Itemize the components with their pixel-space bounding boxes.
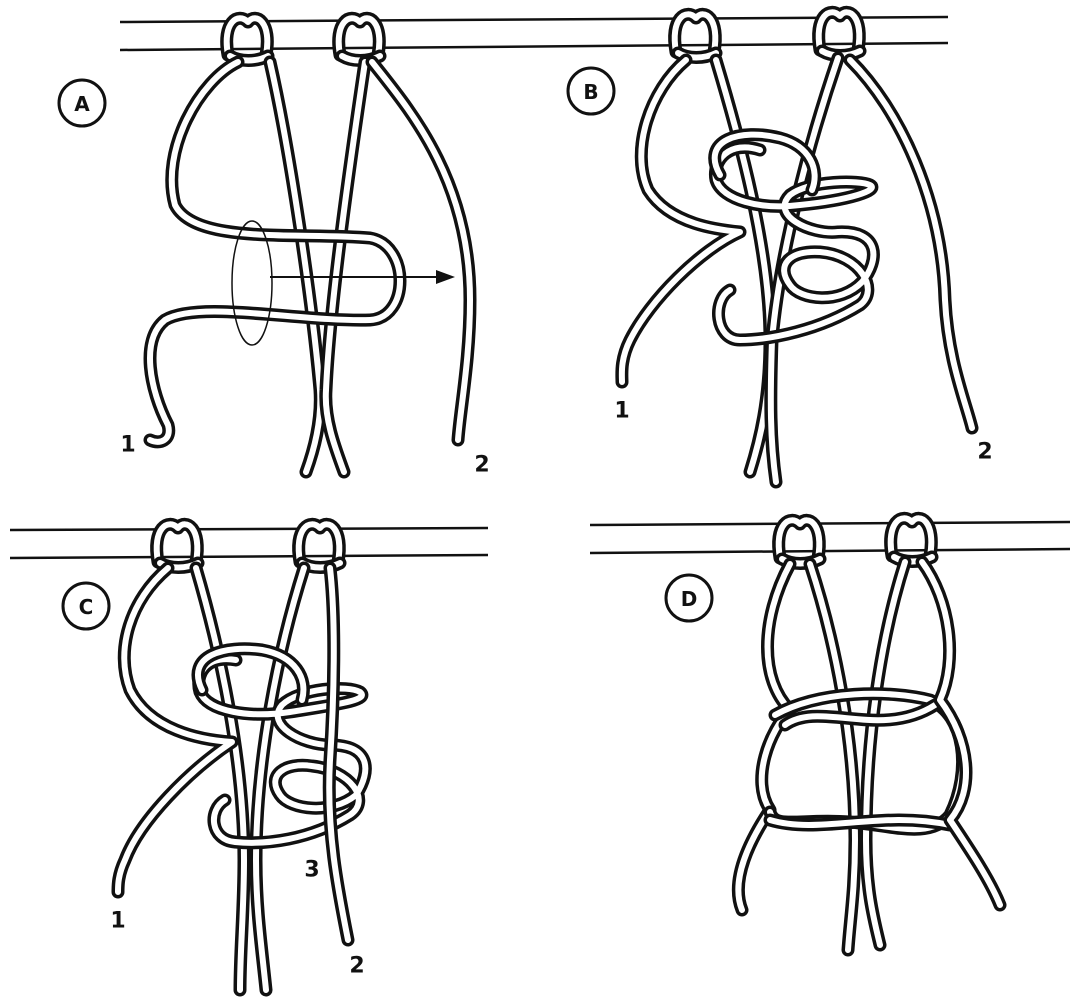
mount-loop-left [779, 520, 820, 563]
mount-loop-right [299, 524, 340, 567]
cord-label-2: 2 [977, 440, 992, 465]
panel-d: D [590, 518, 1070, 950]
filler-cords [196, 568, 304, 990]
working-cord-1 [738, 564, 790, 910]
panel-badge: B [568, 68, 614, 114]
cord-label-3: 3 [304, 858, 319, 883]
dowel [590, 522, 1070, 553]
panel-c: C 1 2 3 [10, 524, 488, 990]
badge-label: B [583, 80, 598, 104]
cord-label-2: 2 [474, 453, 489, 478]
working-cord-2 [922, 562, 1000, 905]
filler-cords [716, 58, 838, 482]
dowel [10, 528, 488, 558]
cord-label-1: 1 [120, 433, 135, 458]
mount-loop-right [339, 18, 380, 60]
filler-cords [270, 62, 365, 472]
direction-arrow [270, 270, 455, 284]
panel-b: B 1 2 [568, 12, 993, 482]
cord-label-1: 1 [110, 909, 125, 934]
mount-loop-right [819, 12, 860, 55]
panel-badge: C [63, 583, 109, 629]
mount-loop-left [157, 524, 198, 567]
mount-loop-left [675, 14, 716, 57]
working-cord-2 [329, 568, 348, 940]
badge-label: D [681, 587, 698, 611]
panel-badge: A [59, 80, 105, 126]
panel-badge: D [666, 575, 712, 621]
mount-loop-right [891, 518, 932, 561]
filler-cords [810, 562, 905, 950]
cord-label-1: 1 [614, 399, 629, 424]
mount-loop-left [227, 18, 268, 60]
badge-label: C [79, 595, 94, 619]
cord-label-2: 2 [349, 954, 364, 979]
badge-label: A [74, 92, 90, 116]
